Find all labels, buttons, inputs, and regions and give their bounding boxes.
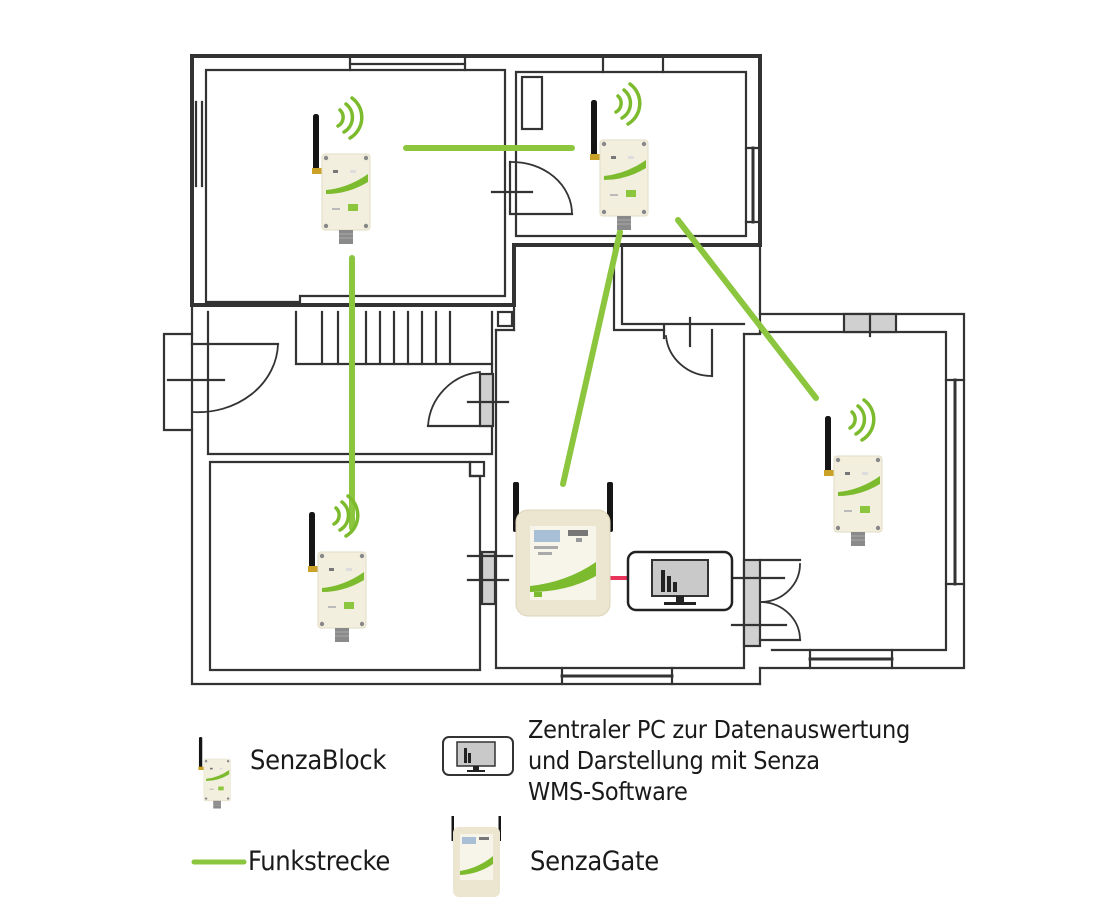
- link-block2-gate: [560, 229, 623, 487]
- wifi-signal-icon: [336, 96, 364, 140]
- legend-senzagate-icon: [451, 816, 501, 897]
- link-block2-block4: [675, 217, 819, 401]
- pc-monitor: [626, 550, 734, 612]
- senzablock-upper-left: [311, 96, 371, 245]
- senzablock-upper-middle: [589, 82, 649, 231]
- legend-funkstrecke-label: Funkstrecke: [248, 846, 390, 877]
- wifi-signal-icon: [848, 398, 876, 442]
- legend-pc-line2: und Darstellung mit Senza: [528, 746, 820, 775]
- senzablock-lower-left: [307, 494, 367, 643]
- legend-pc-line1: Zentraler PC zur Datenauswertung: [528, 715, 910, 744]
- legend-senzablock-icon: [198, 736, 231, 809]
- legend-pc-label: Zentraler PC zur Datenauswertung und Dar…: [528, 714, 910, 807]
- legend-senzagate-label: SenzaGate: [530, 846, 659, 877]
- legend-pc-icon: [442, 736, 514, 776]
- wifi-signal-icon: [614, 82, 642, 126]
- senzagate-device: [513, 482, 613, 617]
- legend-pc-line3: WMS-Software: [528, 777, 688, 806]
- senzablock-right: [823, 398, 883, 547]
- legend-senzablock-label: SenzaBlock: [250, 745, 387, 776]
- radio-links: [349, 145, 819, 531]
